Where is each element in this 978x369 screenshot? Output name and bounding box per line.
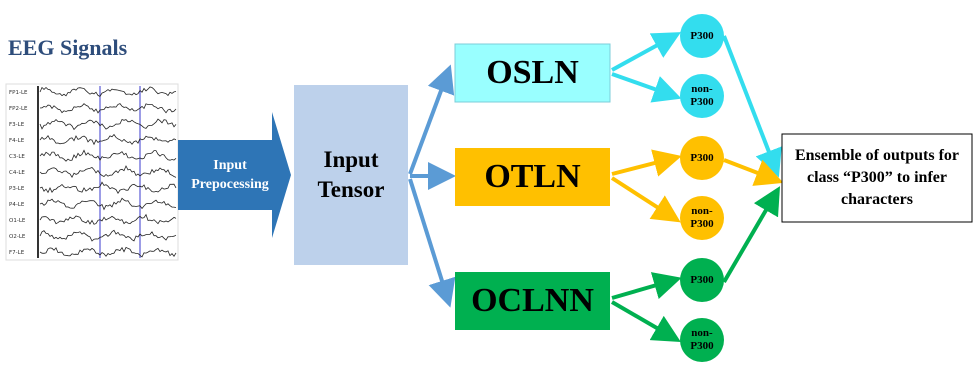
otln-p300-circle xyxy=(680,136,724,180)
eeg-trace xyxy=(39,229,177,242)
input-tensor-label: Input Tensor xyxy=(317,147,385,202)
otln-to-nonp300-arrow xyxy=(610,176,681,223)
eeg-channel-label: C3-LE xyxy=(9,154,25,160)
osln-nonp300-label: non-P300 xyxy=(690,83,714,108)
otln-to-p300-arrow xyxy=(611,149,682,177)
eeg-trace xyxy=(39,246,177,258)
osln-p300-to-ensemble-arrow xyxy=(722,35,782,178)
otln-label: OTLN xyxy=(484,158,581,195)
otln-p300-label: P300 xyxy=(690,151,714,164)
preprocess-label: Input Prepocessing xyxy=(191,158,269,192)
osln-p300-circle xyxy=(680,14,724,58)
oclnn-p300-label: P300 xyxy=(690,273,714,286)
eeg-channel-label: F3-LE xyxy=(9,122,25,128)
eeg-channel-label: F7-LE xyxy=(9,250,25,256)
eeg-channel-label: P3-LE xyxy=(9,186,25,192)
preprocess-arrow xyxy=(178,112,291,238)
eeg-channel-label: F4-LE xyxy=(9,138,25,144)
eeg-trace xyxy=(39,197,177,211)
eeg-channel-label: P4-LE xyxy=(9,202,25,208)
oclnn-box xyxy=(455,272,610,330)
osln-label: OSLN xyxy=(486,54,579,91)
oclnn-nonp300-circle xyxy=(680,318,724,362)
eeg-channel-label: O1-LE xyxy=(9,218,26,224)
oclnn-p300-circle xyxy=(680,258,724,302)
oclnn-nonp300-label: non-P300 xyxy=(690,327,714,352)
tensor-to-oclnn-arrow xyxy=(408,178,456,308)
eeg-trace xyxy=(39,181,177,194)
eeg-trace xyxy=(39,149,177,162)
eeg-trace xyxy=(39,165,177,179)
eeg-trace xyxy=(39,118,177,131)
eeg-trace xyxy=(39,133,177,146)
osln-nonp300-circle xyxy=(680,74,724,118)
otln-nonp300-circle xyxy=(680,196,724,240)
otln-nonp300-label: non-P300 xyxy=(690,205,714,230)
osln-to-p300-arrow xyxy=(611,32,682,72)
ensemble-label: Ensemble of outputs for class “P300” to … xyxy=(794,147,959,208)
eeg-channel-label: FP2-LE xyxy=(9,106,28,112)
eeg-channel-label: O2-LE xyxy=(9,234,26,240)
osln-to-nonp300-arrow xyxy=(611,72,682,103)
eeg-trace xyxy=(39,213,177,225)
eeg-trace xyxy=(39,86,177,98)
oclnn-label: OCLNN xyxy=(471,282,594,319)
ensemble-box xyxy=(781,133,973,223)
eeg-channel-label: C4-LE xyxy=(9,170,25,176)
otln-p300-to-ensemble-arrow xyxy=(723,158,784,186)
osln-p300-label: P300 xyxy=(690,29,714,42)
eeg-trace xyxy=(39,103,177,114)
input-tensor-box xyxy=(294,85,408,265)
eeg-channel-label: FP1-LE xyxy=(9,90,28,96)
eeg-plot: FP1-LE FP2-LE F3-LE F4-LE C3-LE C4-LE P3-LE P4-… xyxy=(5,83,179,261)
oclnn-to-p300-arrow xyxy=(611,272,682,300)
tensor-to-osln-arrow xyxy=(408,64,455,175)
oclnn-p300-to-ensemble-arrow xyxy=(722,186,781,284)
oclnn-to-nonp300-arrow xyxy=(610,300,681,343)
eeg-signals-title: EEG Signals xyxy=(8,35,128,60)
osln-box xyxy=(454,43,611,103)
otln-box xyxy=(455,148,610,206)
